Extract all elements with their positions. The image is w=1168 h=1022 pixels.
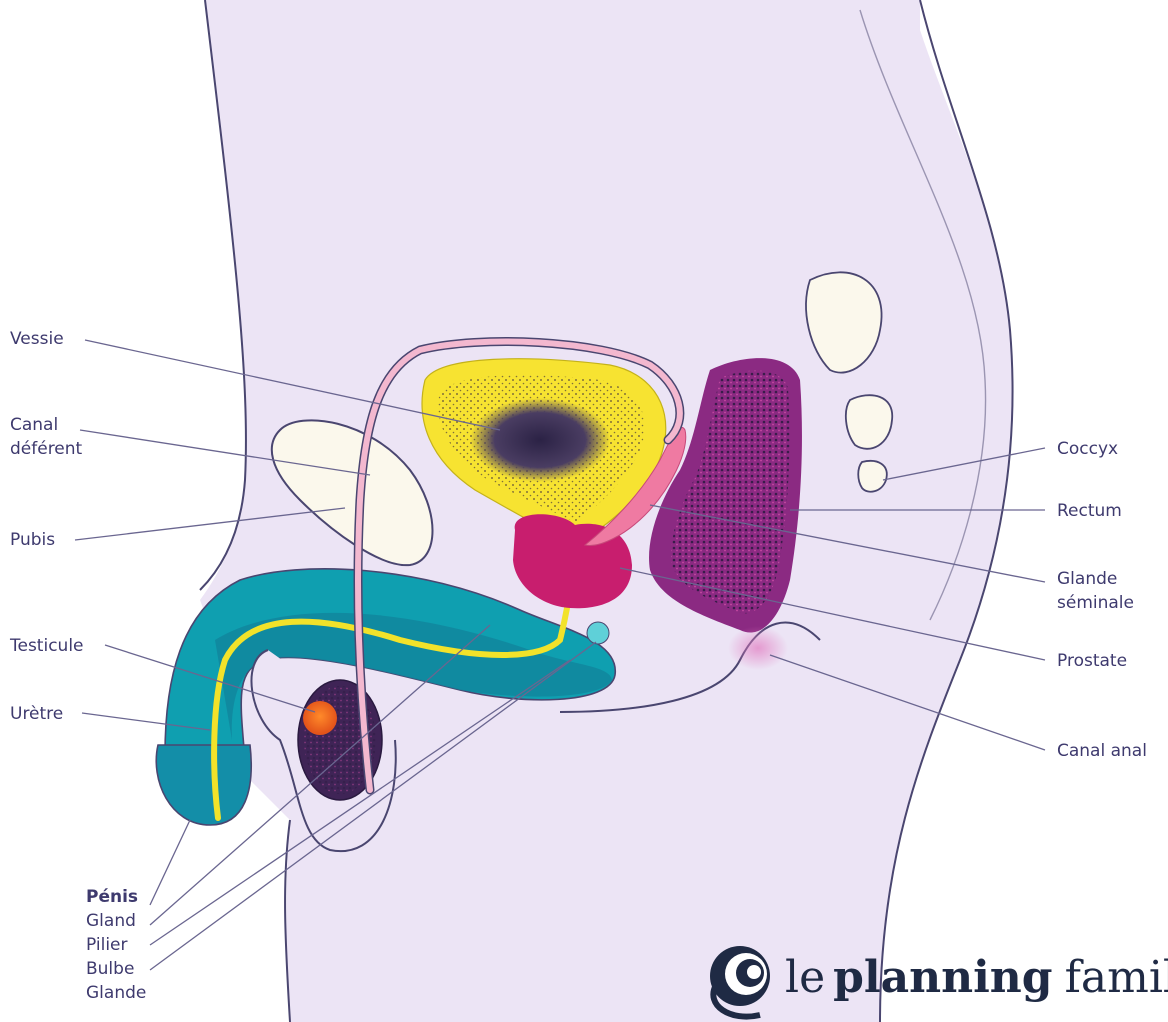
label-prostate: Prostate bbox=[1057, 651, 1127, 671]
label-gland: Gland bbox=[86, 911, 136, 931]
label-canal-anal: Canal anal bbox=[1057, 741, 1147, 761]
label-canal-deferent-line2: déférent bbox=[10, 439, 83, 459]
label-coccyx: Coccyx bbox=[1057, 439, 1118, 459]
logo-word-planning: planning bbox=[833, 952, 1052, 1003]
label-pilier: Pilier bbox=[86, 935, 128, 955]
label-glande-seminale-line2: séminale bbox=[1057, 593, 1134, 613]
label-glande: Glande bbox=[86, 983, 146, 1003]
label-testicule: Testicule bbox=[9, 636, 84, 656]
label-pubis: Pubis bbox=[10, 530, 55, 550]
label-canal-deferent-line1: Canal bbox=[10, 415, 58, 435]
label-bulbe: Bulbe bbox=[86, 959, 134, 979]
logo-word-familia: familia bbox=[1065, 952, 1168, 1003]
label-glande-seminale-line1: Glande bbox=[1057, 569, 1117, 589]
logo-word-le: le bbox=[785, 952, 825, 1003]
label-rectum: Rectum bbox=[1057, 501, 1122, 521]
label-penis: Pénis bbox=[86, 887, 138, 907]
label-vessie: Vessie bbox=[10, 329, 64, 349]
label-uretre: Urètre bbox=[10, 704, 63, 724]
